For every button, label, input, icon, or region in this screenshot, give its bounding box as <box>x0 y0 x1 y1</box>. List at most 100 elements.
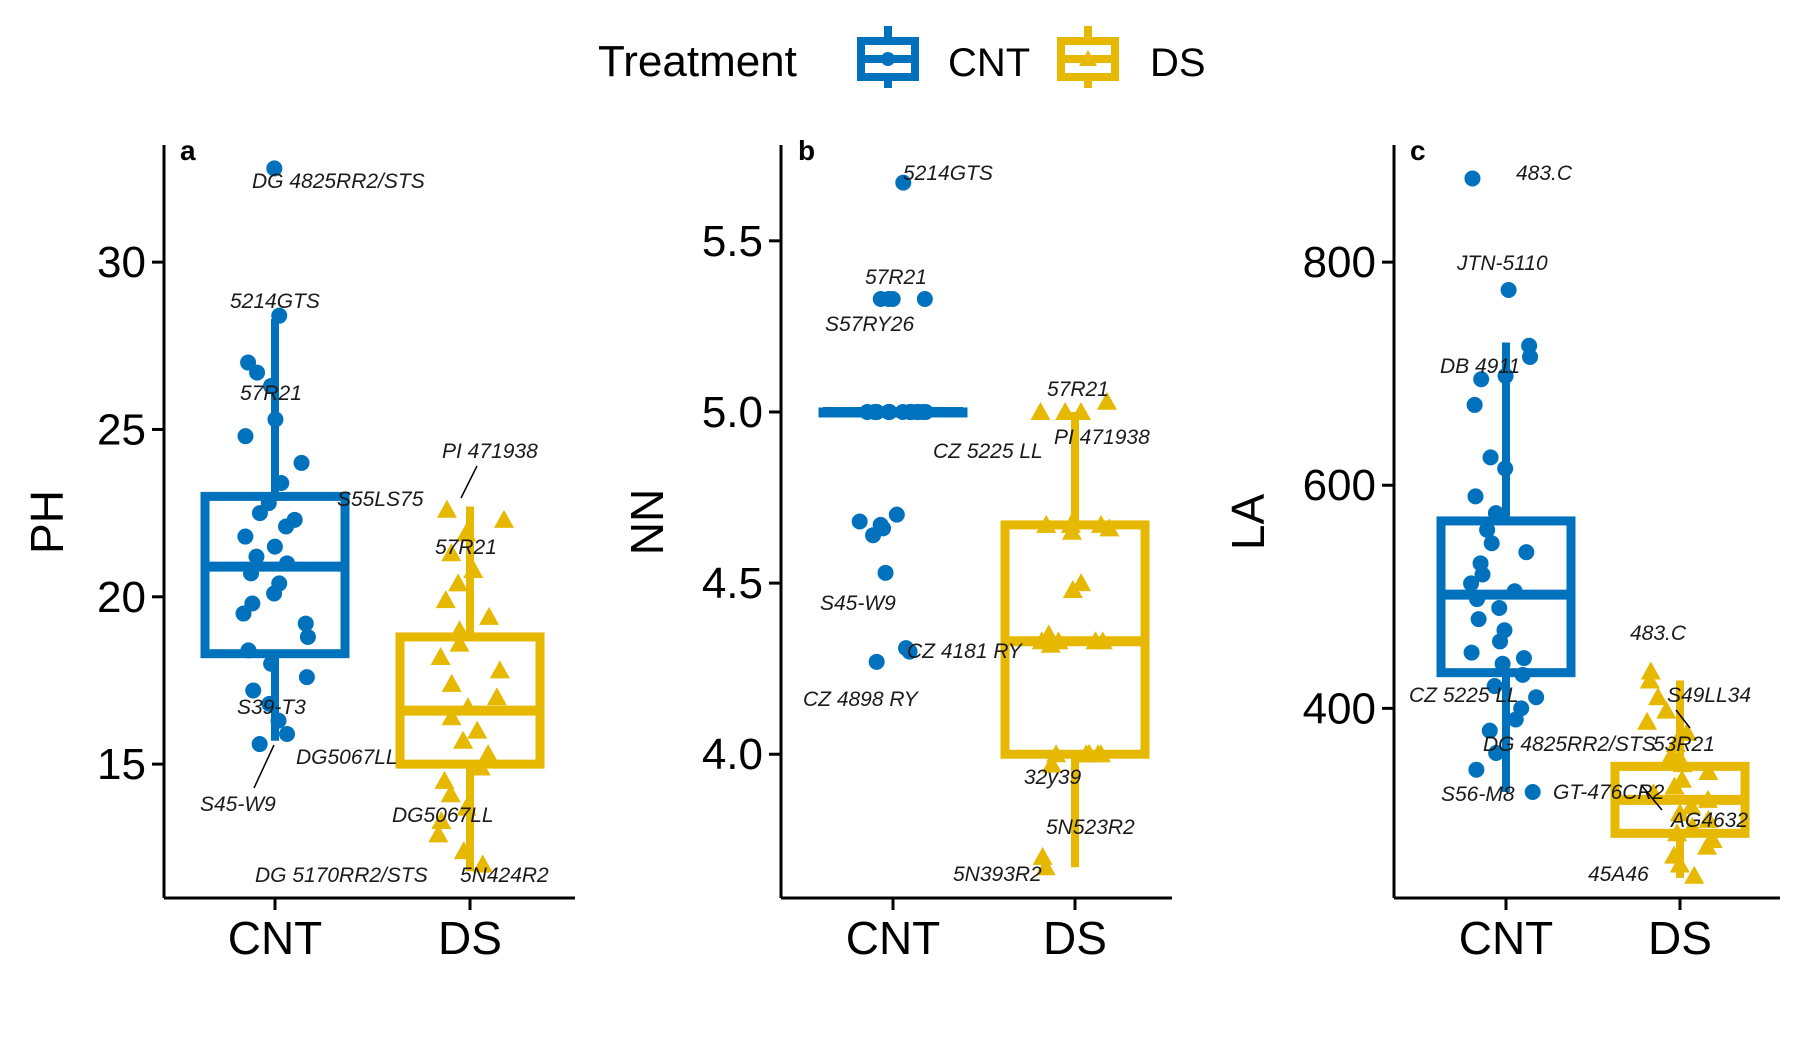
data-point <box>895 174 912 191</box>
data-point <box>441 707 462 726</box>
data-point <box>1040 634 1061 653</box>
data-point <box>434 770 455 789</box>
data-point <box>245 682 262 699</box>
annotation-label: S45-W9 <box>200 793 276 816</box>
data-point <box>1481 722 1498 739</box>
annotation-label: 45A46 <box>1588 863 1649 886</box>
y-tick-label: 400 <box>1303 684 1376 733</box>
data-point <box>249 364 266 381</box>
data-point <box>1092 631 1113 650</box>
data-point <box>1515 650 1532 667</box>
data-point <box>279 726 296 743</box>
data-point <box>1524 784 1541 801</box>
x-tick-label: CNT <box>1459 912 1554 964</box>
annotation-label: CZ 5225 LL <box>933 440 1043 463</box>
data-point <box>251 505 268 522</box>
data-point <box>449 633 470 652</box>
data-point <box>299 628 316 645</box>
data-point <box>436 499 457 518</box>
data-point <box>1030 401 1051 420</box>
box-iqr <box>395 632 545 769</box>
y-tick-label: 25 <box>97 405 146 454</box>
y-tick-label: 800 <box>1303 238 1376 287</box>
data-point <box>1096 391 1117 410</box>
annotation-label: 5214GTS <box>230 290 320 313</box>
annotation-leader <box>460 465 478 499</box>
data-point <box>1469 591 1486 608</box>
legend-key-ds <box>1057 26 1119 88</box>
data-point <box>237 528 254 545</box>
y-tick-label: 5.5 <box>702 217 763 266</box>
annotation-label: S57RY26 <box>825 313 914 336</box>
data-point <box>1664 776 1685 795</box>
data-point <box>463 560 484 579</box>
x-tick-label: CNT <box>228 912 323 964</box>
annotation-label: 5N393R2 <box>953 863 1042 886</box>
annotation-label: CZ 5225 LL <box>1409 684 1519 707</box>
annotation-label: S56-M8 <box>1441 783 1515 806</box>
data-point <box>884 291 901 308</box>
annotation-label: PI 471938 <box>1054 426 1150 449</box>
data-point <box>1640 661 1661 680</box>
data-point <box>1697 836 1718 855</box>
data-point <box>1071 401 1092 420</box>
annotation-leader <box>1675 709 1691 729</box>
data-point <box>467 720 488 739</box>
data-point <box>1088 744 1109 763</box>
panel-label: a <box>180 135 196 166</box>
y-tick-label: 4.0 <box>702 730 763 779</box>
data-point <box>1479 521 1496 538</box>
data-point <box>430 647 451 666</box>
data-point <box>1518 544 1535 561</box>
data-point <box>1698 809 1719 828</box>
annotation-label: JTN-5110 <box>1456 252 1548 275</box>
data-point <box>1684 865 1705 884</box>
x-tick-label: CNT <box>846 912 941 964</box>
legend-title: Treatment <box>598 37 797 86</box>
data-point <box>240 642 257 659</box>
data-point <box>1466 396 1483 413</box>
data-point <box>243 565 260 582</box>
data-point <box>1677 722 1698 741</box>
data-point <box>456 523 477 542</box>
data-point <box>1506 583 1523 600</box>
y-tick-label: 5.0 <box>702 388 763 437</box>
data-point <box>901 643 918 660</box>
annotation-label: S49LL34 <box>1667 684 1751 707</box>
annotation-label: DG5067LL <box>392 804 494 827</box>
data-point <box>267 411 284 428</box>
data-point <box>1470 611 1487 628</box>
x-tick-label: DS <box>1043 912 1107 964</box>
data-point <box>1468 761 1485 778</box>
data-point <box>266 538 283 555</box>
data-point <box>865 527 882 544</box>
data-point <box>470 757 491 776</box>
data-point <box>1091 514 1112 533</box>
panel-label: b <box>798 135 815 166</box>
data-point <box>1494 655 1511 672</box>
y-tick-label: 15 <box>97 740 146 789</box>
data-point <box>1681 796 1702 815</box>
data-point <box>1474 566 1491 583</box>
data-point <box>868 653 885 670</box>
data-point <box>428 824 449 843</box>
data-point <box>1669 803 1690 822</box>
annotation-label: DG 4825RR2/STS <box>252 170 425 193</box>
data-point <box>435 590 456 609</box>
data-point <box>1497 367 1514 384</box>
data-point <box>431 811 452 830</box>
data-point <box>478 744 499 763</box>
legend-key-cnt <box>857 26 919 88</box>
annotation-label: 57R21 <box>435 536 497 559</box>
annotation-label: S55LS75 <box>337 488 424 511</box>
data-point <box>1473 371 1490 388</box>
data-point <box>1643 783 1664 802</box>
data-point <box>1041 754 1062 773</box>
data-point <box>1463 575 1480 592</box>
box-iqr <box>200 491 350 659</box>
data-point <box>449 620 470 639</box>
annotation-label: S39-T3 <box>237 696 306 719</box>
